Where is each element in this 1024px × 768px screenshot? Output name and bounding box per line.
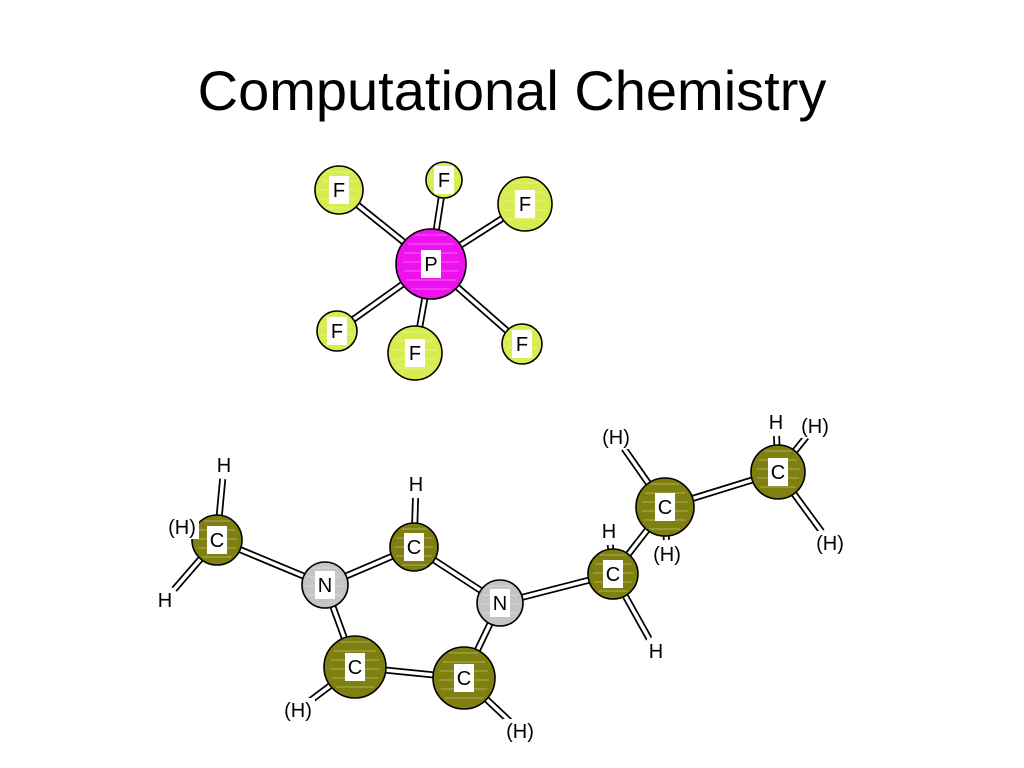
hydrogen-ha2: H [647,639,665,663]
hydrogen-hm1: H [215,453,233,477]
atom-label: C [658,497,672,519]
atom-layer: P F F F F F F C N C N C C C C C [191,161,806,710]
hydrogen-hc3: (H) [813,531,847,555]
atom-cm: C [191,514,243,566]
hydrogen-label: H [409,474,423,496]
hydrogen-label: H [602,521,616,543]
hydrogen-label: H [769,412,783,434]
hydrogen-h4: (H) [281,698,315,722]
atom-f1: F [314,165,364,215]
hydrogen-label: (H) [284,700,312,722]
atom-n1: N [301,561,349,609]
atom-label: C [210,530,224,552]
hydrogen-hb2: (H) [650,542,684,566]
atom-label: F [516,334,528,356]
atom-c2: C [389,522,439,572]
atom-c5: C [432,646,496,710]
atom-f6: F [501,323,543,365]
hydrogen-ha1: H [600,519,618,543]
hydrogen-h5: (H) [503,719,537,743]
hydrogen-label: (H) [506,721,534,743]
atom-c4: C [323,635,387,699]
atom-p: P [395,228,467,300]
atom-f5: F [387,325,443,381]
hydrogen-label-layer: H (H) H H (H) (H) H H (H) (H) H (H) (H) [156,410,847,743]
hydrogen-label: (H) [602,427,630,449]
hydrogen-label: H [158,590,172,612]
atom-label: N [493,593,507,615]
hydrogen-hc1: H [767,410,785,434]
hydrogen-label: H [217,455,231,477]
hydrogen-label: (H) [801,416,829,438]
atom-label: C [407,537,421,559]
atom-label: P [424,254,437,276]
atom-label: C [348,657,362,679]
hydrogen-label: (H) [653,544,681,566]
atom-f2: F [425,161,463,199]
atom-label: C [606,564,620,586]
slide-title: Computational Chemistry [197,59,827,122]
atom-label: F [519,194,531,216]
atom-f3: F [497,176,553,232]
atom-ca: C [587,548,639,600]
atom-label: C [771,462,785,484]
hydrogen-hm2: (H) [165,515,199,539]
atom-label: N [318,575,332,597]
bond-layer [171,179,825,724]
hydrogen-hm3: H [156,588,174,612]
atom-label: F [409,343,421,365]
atom-label: F [333,180,345,202]
atom-label: F [438,170,450,192]
hydrogen-label: (H) [816,533,844,555]
hydrogen-h2: H [407,472,425,496]
atom-f4: F [316,310,358,352]
atom-cb: C [635,477,695,537]
atom-n3: N [476,579,524,627]
hydrogen-label: (H) [168,517,196,539]
hydrogen-hc2: (H) [798,414,832,438]
atom-label: C [457,668,471,690]
hydrogen-hb1: (H) [599,425,633,449]
atom-cc: C [750,444,806,500]
hydrogen-label: H [649,641,663,663]
atom-label: F [331,321,343,343]
